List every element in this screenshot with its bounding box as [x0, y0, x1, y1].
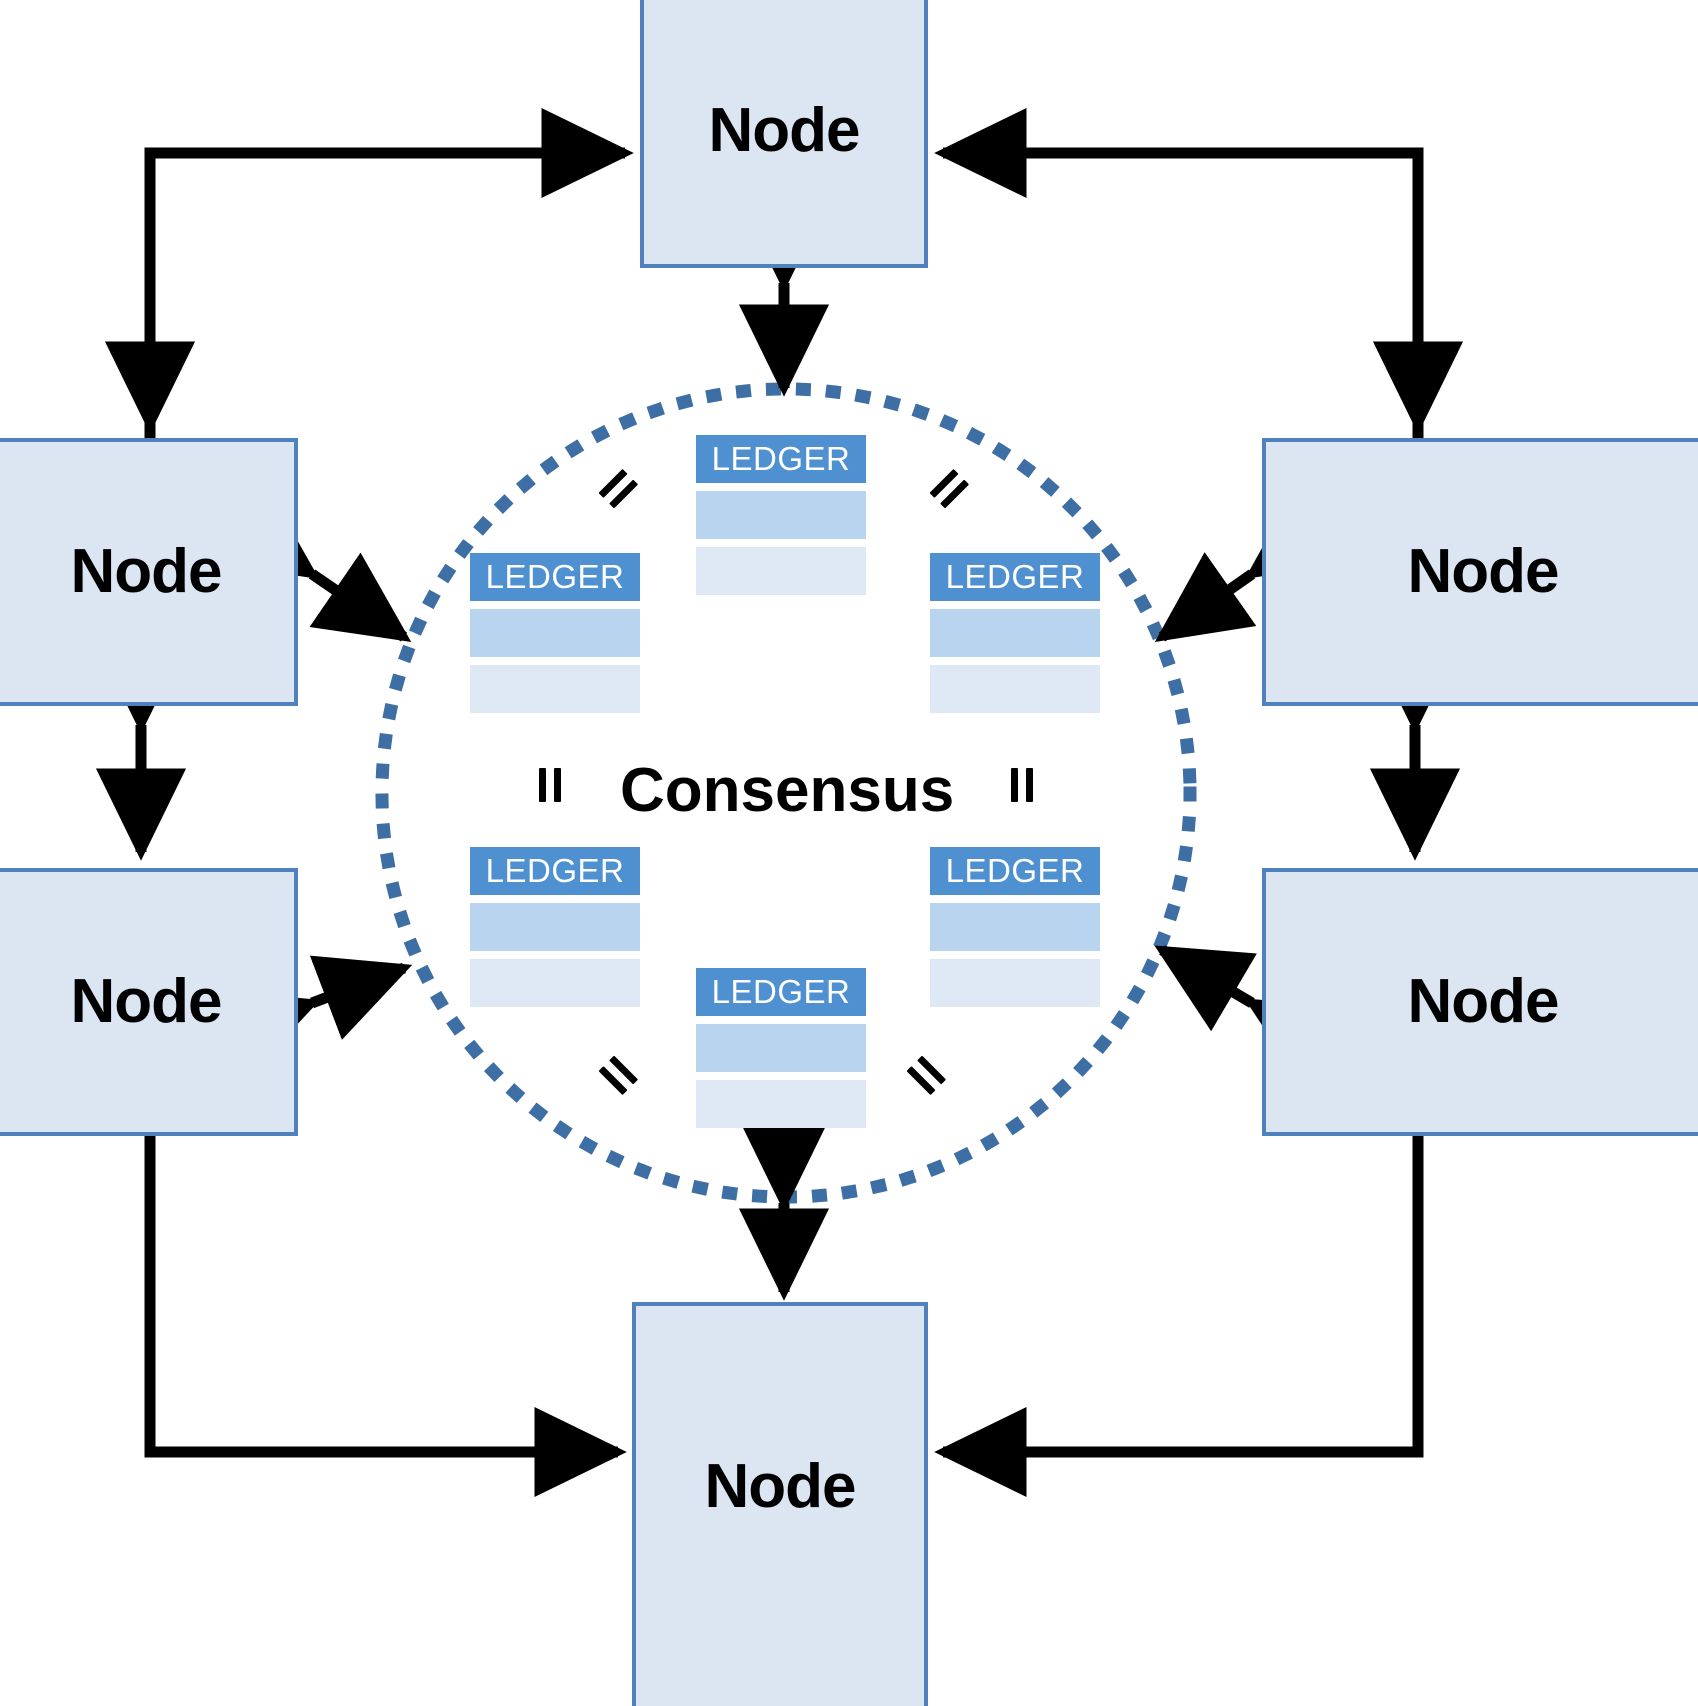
- ledger-block-lower-left[interactable]: LEDGER: [470, 847, 640, 1007]
- ledger-row-secondary: [696, 1080, 866, 1128]
- arrow-left-to-top: [144, 107, 634, 438]
- node-label: Node: [70, 537, 223, 606]
- ledger-row-primary: [696, 1024, 866, 1072]
- ledger-block-lower-right[interactable]: LEDGER: [930, 847, 1100, 1007]
- arrow-left-to-bottom: [144, 1136, 627, 1498]
- arrow-left-upper-core: [217, 489, 412, 642]
- ledger-header: LEDGER: [696, 435, 866, 483]
- equals-icon-mid-left: [532, 764, 568, 808]
- equals-icon-bottom-left: [591, 1048, 648, 1105]
- ledger-row-primary: [930, 903, 1100, 951]
- ledger-block-upper-right[interactable]: LEDGER: [930, 553, 1100, 713]
- node-box-top[interactable]: Node: [640, 0, 928, 268]
- ledger-row-primary: [470, 609, 640, 657]
- node-label: Node: [1407, 967, 1560, 1036]
- node-label: Node: [704, 1452, 857, 1521]
- node-box-left-upper[interactable]: Node: [0, 438, 298, 706]
- equals-icon-bottom-right: [899, 1048, 956, 1105]
- ledger-row-primary: [696, 491, 866, 539]
- ledger-row-secondary: [470, 959, 640, 1007]
- node-box-right-lower[interactable]: Node: [1262, 868, 1698, 1136]
- ledger-block-bottom[interactable]: LEDGER: [696, 968, 866, 1128]
- equals-icon-top-right: [922, 460, 979, 517]
- node-box-left-lower[interactable]: Node: [0, 868, 298, 1136]
- ledger-row-primary: [930, 609, 1100, 657]
- arrow-right-to-bottom: [934, 1136, 1424, 1498]
- ledger-row-secondary: [930, 959, 1100, 1007]
- ledger-row-secondary: [930, 665, 1100, 713]
- node-box-bottom[interactable]: Node: [632, 1302, 928, 1706]
- equals-icon-mid-right: [1004, 764, 1040, 808]
- arrow-right-upper-core: [1154, 489, 1347, 643]
- ledger-header: LEDGER: [696, 968, 866, 1016]
- ledger-block-top[interactable]: LEDGER: [696, 435, 866, 595]
- ledger-header: LEDGER: [470, 847, 640, 895]
- arrow-left-lower-core: [217, 955, 413, 1075]
- ledger-row-secondary: [696, 547, 866, 595]
- consensus-label: Consensus: [620, 756, 955, 825]
- ledger-block-upper-left[interactable]: LEDGER: [470, 553, 640, 713]
- ledger-header: LEDGER: [930, 847, 1100, 895]
- node-box-right-upper[interactable]: Node: [1262, 438, 1698, 706]
- ledger-row-primary: [470, 903, 640, 951]
- node-label: Node: [70, 967, 223, 1036]
- ledger-header: LEDGER: [930, 553, 1100, 601]
- arrow-right-to-top: [934, 107, 1424, 438]
- ledger-header: LEDGER: [470, 553, 640, 601]
- ledger-row-secondary: [470, 665, 640, 713]
- equals-icon-top-left: [591, 460, 648, 517]
- node-label: Node: [1407, 537, 1560, 606]
- node-label: Node: [708, 96, 861, 165]
- arrow-right-lower-core: [1154, 945, 1347, 1085]
